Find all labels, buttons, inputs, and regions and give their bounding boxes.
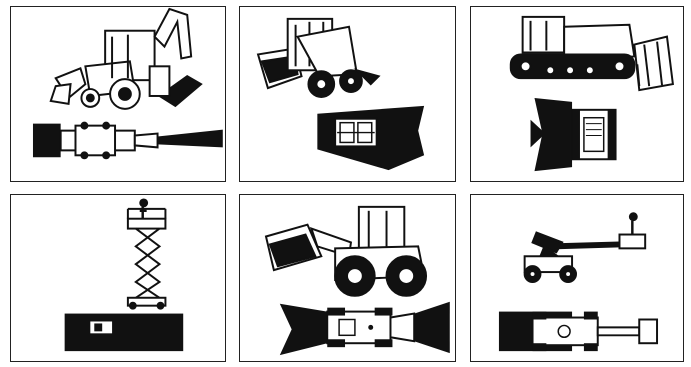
crawler-dozer-illustration	[509, 15, 674, 172]
scissor-lift-blind-spot-plan	[64, 313, 184, 352]
panel-skid-steer-loader	[239, 6, 456, 182]
skid-steer-loader-illustration	[256, 17, 425, 171]
dozer-side-view	[509, 15, 674, 92]
skid-steer-side-view	[256, 17, 381, 98]
wheel-loader-blind-spot-plan	[279, 301, 450, 356]
panel-scissor-lift	[10, 194, 226, 362]
scissor-lift-illustration	[64, 198, 184, 352]
boom-lift-side-view	[523, 212, 647, 283]
scissor-lift-side-view	[126, 198, 167, 310]
backhoe-side-view	[49, 7, 203, 110]
panel-boom-lift	[470, 194, 684, 362]
panel-backhoe-loader	[10, 6, 226, 182]
boom-lift-illustration	[498, 212, 659, 352]
dozer-blind-spot-plan	[530, 97, 617, 172]
backhoe-loader-illustration	[32, 7, 223, 160]
wheel-loader-illustration	[264, 205, 450, 356]
wheel-loader-side-view	[264, 205, 428, 297]
skid-steer-blind-spot-plan	[317, 105, 425, 171]
panel-wheel-loader	[239, 194, 456, 362]
panel-crawler-dozer	[470, 6, 684, 182]
backhoe-blind-spot-plan	[32, 121, 223, 160]
boom-lift-blind-spot-plan	[498, 311, 659, 352]
